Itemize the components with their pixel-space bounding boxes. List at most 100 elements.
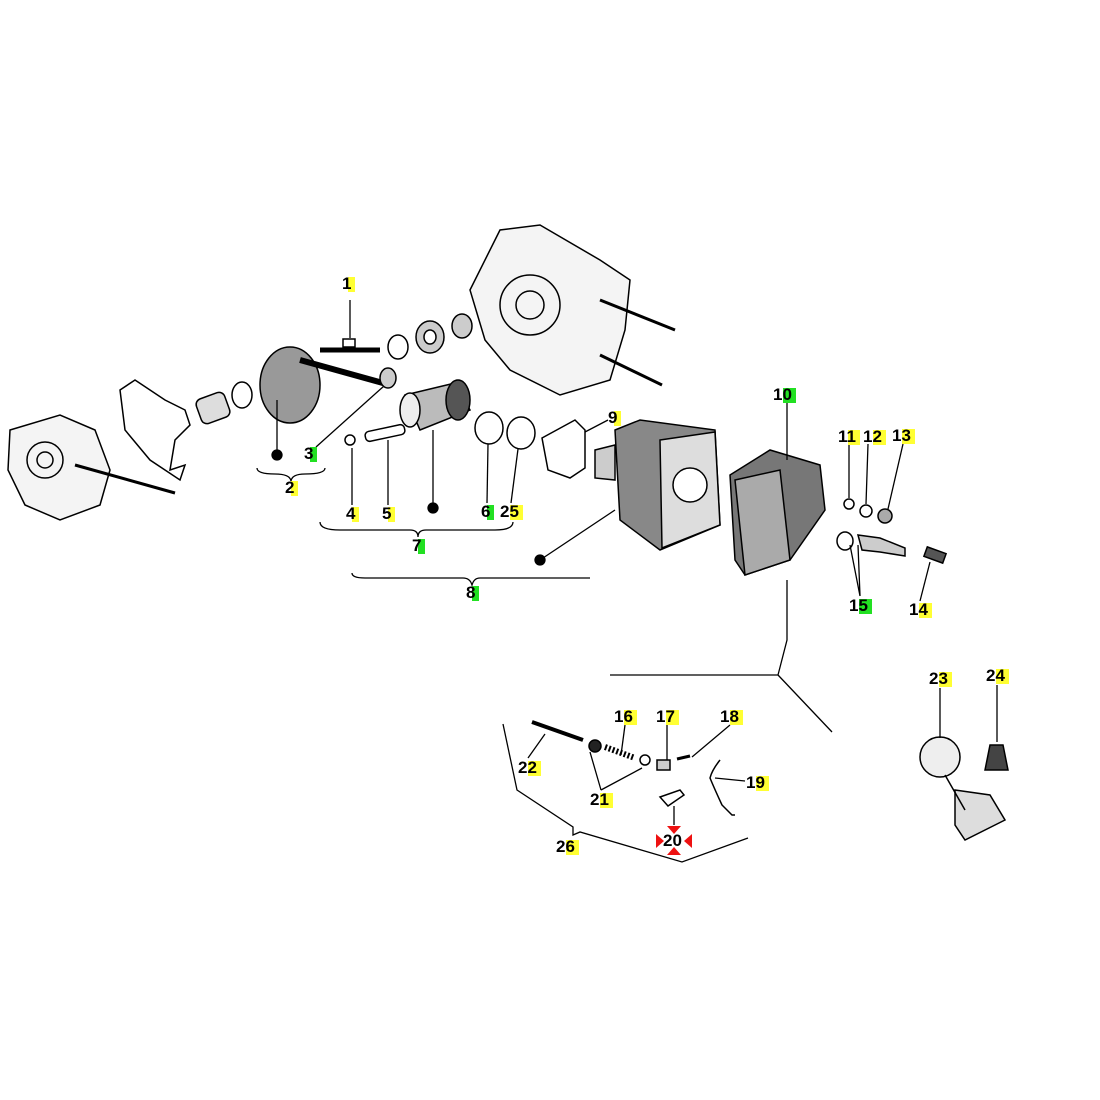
bearings-right [379, 313, 473, 389]
highlight [729, 710, 743, 725]
callout-7: 7 [412, 536, 426, 555]
highlight [418, 539, 426, 554]
spring-16 [603, 744, 637, 761]
callout-number: 20 [663, 831, 682, 850]
washer-12 [859, 504, 873, 518]
block-17 [656, 759, 671, 771]
callout-number: 11 [838, 427, 856, 446]
callout-1: 1 [342, 275, 356, 293]
callout-number: 5 [382, 504, 392, 523]
callout-18: 18 [720, 707, 743, 726]
tap-23 [919, 736, 1007, 841]
highlight [938, 672, 952, 687]
callout-17: 17 [656, 707, 679, 726]
callout-number: 4 [346, 504, 356, 523]
highlight [755, 776, 769, 791]
highlight [527, 761, 541, 776]
callout-12: 12 [863, 427, 886, 446]
callout-number: 3 [304, 444, 314, 463]
cylinder-head [729, 449, 826, 577]
callout-10: 10 [773, 385, 796, 404]
callout-number: 22 [518, 758, 537, 777]
callout-22: 22 [518, 758, 541, 777]
callout-11: 11 [838, 427, 860, 446]
highlight [291, 481, 299, 496]
callout-20: 20 [663, 832, 684, 850]
callout-2: 2 [285, 478, 299, 497]
callout-number: 18 [720, 707, 739, 726]
piston-ring-2 [506, 416, 536, 450]
callout-number: 17 [656, 707, 675, 726]
highlight [472, 586, 480, 601]
callout-16: 16 [614, 707, 637, 726]
highlight [599, 793, 613, 808]
callout-23: 23 [929, 669, 952, 688]
pin-18 [676, 754, 691, 761]
gasket-left [119, 379, 191, 482]
callout-number: 6 [481, 502, 491, 521]
callout-number: 19 [746, 773, 765, 792]
crankshaft [195, 338, 391, 425]
highlight [509, 505, 523, 520]
callout-number: 9 [608, 408, 618, 427]
highlight [901, 429, 915, 444]
callout-21: 21 [590, 790, 613, 809]
piston [399, 379, 472, 431]
highlight [388, 507, 396, 522]
callout-13: 13 [892, 426, 915, 445]
callout-5: 5 [382, 504, 396, 523]
spark-plug [856, 534, 906, 557]
washer-11 [843, 498, 855, 510]
washer-21 [639, 754, 651, 766]
red-target-arrows [656, 826, 692, 855]
callout-number: 12 [863, 427, 882, 446]
crankcase-left [7, 414, 176, 521]
seal-21 [588, 739, 602, 753]
callout-6: 6 [481, 502, 495, 521]
callout-number: 8 [466, 583, 476, 602]
callout-number: 16 [614, 707, 633, 726]
highlight [858, 599, 872, 614]
highlight [847, 430, 860, 445]
callout-number: 2 [285, 478, 295, 497]
callout-19: 19 [746, 773, 769, 792]
callout-24: 24 [986, 667, 1009, 685]
callout-8: 8 [466, 583, 480, 602]
callout-15: 15 [849, 596, 872, 615]
highlight [872, 430, 886, 445]
callout-26: 26 [556, 837, 579, 856]
highlight [623, 710, 637, 725]
callout-number: 21 [590, 790, 609, 809]
piston-ring-1 [474, 411, 504, 445]
pin-22 [531, 720, 584, 742]
callout-number: 14 [909, 600, 928, 619]
highlight [352, 507, 360, 522]
callout-number: 26 [556, 837, 575, 856]
crankcase-right [469, 224, 676, 396]
cap-24 [984, 744, 1009, 771]
cylinder [594, 419, 721, 551]
nut-13 [877, 508, 893, 524]
callout-number: 10 [773, 385, 792, 404]
clip-20 [658, 789, 686, 807]
callout-number: 23 [929, 669, 948, 688]
callout-number: 13 [892, 426, 911, 445]
highlight [918, 603, 932, 618]
callout-4: 4 [346, 504, 360, 523]
base-gasket [541, 419, 586, 479]
callout-number: 7 [412, 536, 422, 555]
piston-pin [364, 423, 406, 443]
highlight [614, 411, 622, 426]
callout-9: 9 [608, 408, 622, 427]
callout-25: 25 [500, 503, 523, 521]
gasket-15 [836, 531, 854, 551]
highlight [995, 669, 1009, 684]
leader-lines [256, 300, 998, 863]
highlight [782, 388, 796, 403]
callout-number: 15 [849, 596, 868, 615]
callout-3: 3 [304, 444, 318, 463]
highlight [310, 447, 318, 462]
circlip [344, 434, 356, 446]
